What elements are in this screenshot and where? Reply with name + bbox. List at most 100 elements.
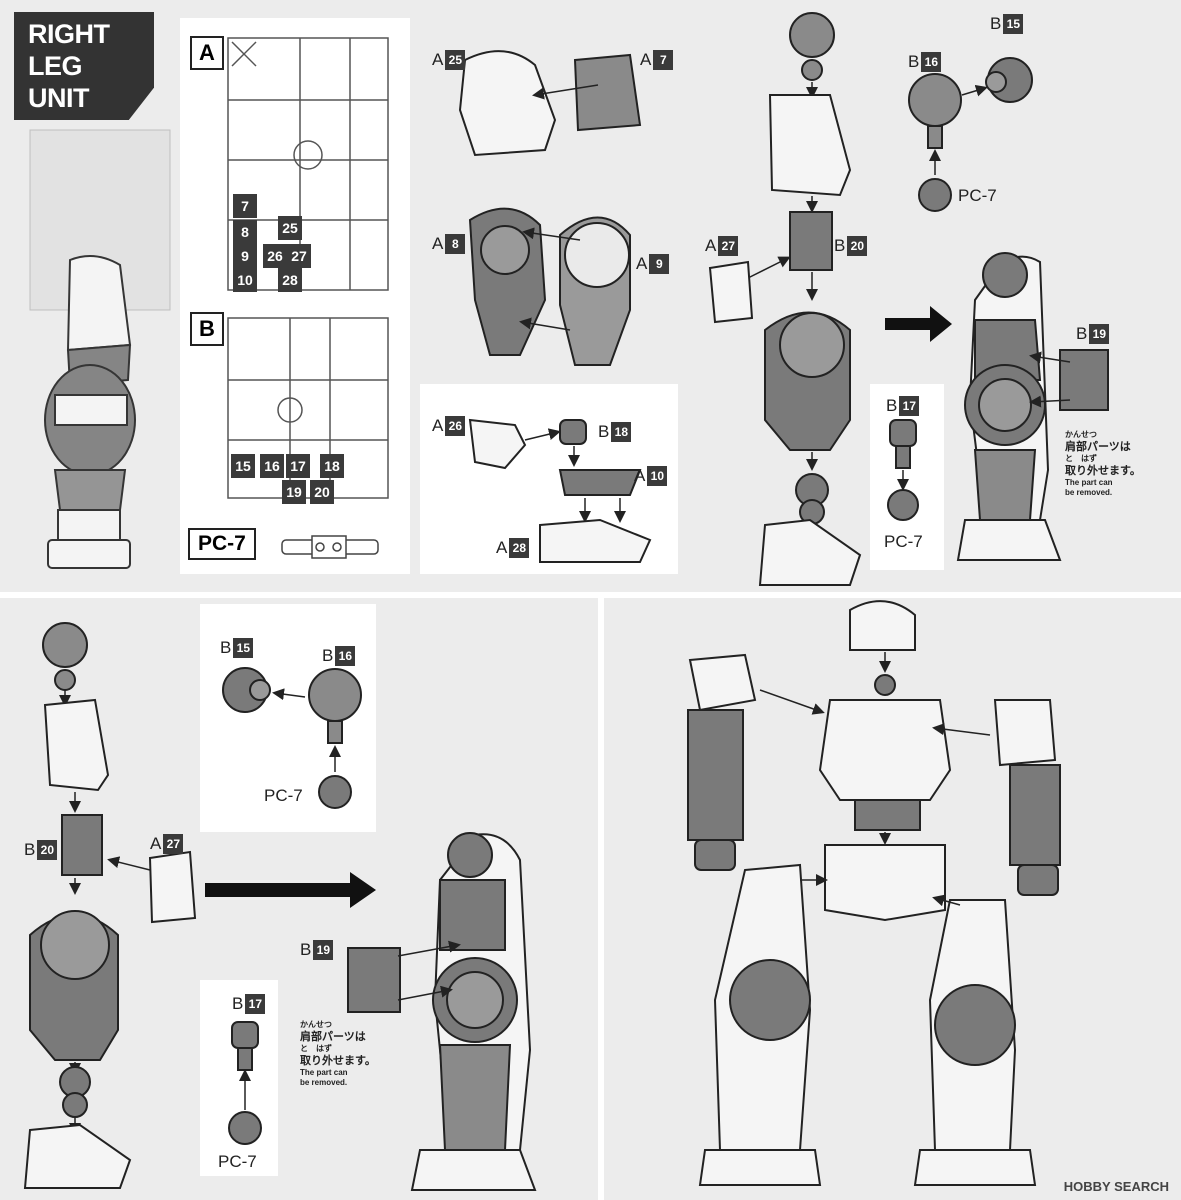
part-a25 [458, 50, 557, 157]
step2-removable-note: かんせつ 肩部パーツは と はず 取り外せます。 The part can be… [1065, 430, 1141, 498]
step2-thigh-shell [768, 94, 852, 197]
title-line-3: UNIT [28, 83, 90, 113]
part-a7 [573, 53, 642, 132]
step2-knee [764, 311, 851, 451]
step2-b15 [985, 57, 1033, 103]
runner-b-part-16: 16 [260, 454, 284, 478]
note-ruby-2: と はず [1065, 454, 1097, 463]
step2-result-arrow [885, 306, 952, 342]
step3-b15 [222, 667, 271, 713]
step3-removable-note: かんせつ 肩部パーツは と はず 取り外せます。 The part can be… [300, 1020, 376, 1088]
step2-b19-part [1059, 349, 1109, 411]
runner-a-label: A [190, 36, 224, 70]
step2-foot [758, 518, 862, 586]
step2-b17-part [889, 419, 917, 469]
runner-pc7-label: PC-7 [188, 528, 256, 560]
step3-ankle [59, 1066, 91, 1118]
step3-b17-pc7-ball [228, 1111, 262, 1145]
step3-pc7-ball [318, 775, 352, 809]
runner-a-part-7: 7 [233, 194, 257, 218]
part-a26 [468, 418, 527, 470]
note3-ruby-1: かんせつ [300, 1020, 332, 1029]
part-a8 [468, 207, 547, 356]
pc7-runner-drawing [281, 535, 379, 559]
step3-knee [29, 910, 119, 1061]
label-step2-pc7b: PC-7 [884, 532, 923, 551]
runner-a-part-10: 10 [233, 268, 257, 292]
note3-jp-2: 取り外せます。 [300, 1055, 376, 1067]
runner-b-part-17: 17 [286, 454, 310, 478]
runner-a-part-25: 25 [278, 216, 302, 240]
step2-b20 [789, 211, 833, 271]
runner-b-label: B [190, 312, 224, 346]
figure-left-leg [913, 899, 1037, 1186]
step3-thigh-shell [43, 698, 110, 792]
step3-b19-part [347, 947, 401, 1013]
runner-b-part-15: 15 [231, 454, 255, 478]
step2-thigh-cap [789, 12, 835, 81]
runner-a-part-26: 26 [263, 244, 287, 268]
note3-jp-1: 肩部パーツは [300, 1031, 366, 1043]
runner-b-part-18: 18 [320, 454, 344, 478]
label-step3-pc7b: PC-7 [218, 1152, 257, 1171]
note3-en-1: The part can [300, 1068, 348, 1077]
step3-a27 [148, 850, 197, 924]
runner-b-drawing [227, 317, 389, 499]
section-title: RIGHT LEG UNIT [14, 12, 154, 120]
title-line-1: RIGHT [28, 19, 110, 49]
figure-hip [824, 844, 946, 922]
runner-b-part-19: 19 [282, 480, 306, 504]
step3-assembled-leg [410, 832, 537, 1191]
part-a28 [539, 518, 652, 563]
part-a9 [559, 216, 631, 366]
note-jp-2: 取り外せます。 [1065, 465, 1141, 477]
figure-left-arm [993, 699, 1061, 896]
reference-leg-figure [29, 129, 171, 569]
runner-a-part-28: 28 [278, 268, 302, 292]
figure-head [849, 600, 916, 651]
step2-assembled-leg [956, 252, 1062, 561]
note3-en-2: be removed. [300, 1078, 348, 1087]
watermark: HOBBY SEARCH [1063, 1179, 1169, 1194]
step2-b16 [908, 73, 962, 149]
step2-ankle [795, 473, 829, 525]
step2-pc7-ball [918, 178, 952, 212]
step3-b20 [61, 814, 103, 876]
part-a10 [558, 469, 642, 496]
step3-result-arrow [205, 872, 376, 908]
runner-a-part-8: 8 [233, 220, 257, 244]
label-step2-pc7: PC-7 [958, 186, 997, 205]
note-ruby-1: かんせつ [1065, 430, 1097, 439]
step3-foot [23, 1123, 132, 1189]
runner-a-part-9: 9 [233, 244, 257, 268]
part-b18 [559, 419, 587, 445]
note-en-2: be removed. [1065, 488, 1113, 497]
step3-b16 [308, 668, 362, 744]
note-jp-1: 肩部パーツは [1065, 441, 1131, 453]
note3-ruby-2: と はず [300, 1044, 332, 1053]
label-step3-pc7: PC-7 [264, 786, 303, 805]
note-en-1: The part can [1065, 478, 1113, 487]
runner-b-part-20: 20 [310, 480, 334, 504]
runner-a-drawing [227, 37, 389, 291]
step2-a27 [708, 260, 754, 324]
